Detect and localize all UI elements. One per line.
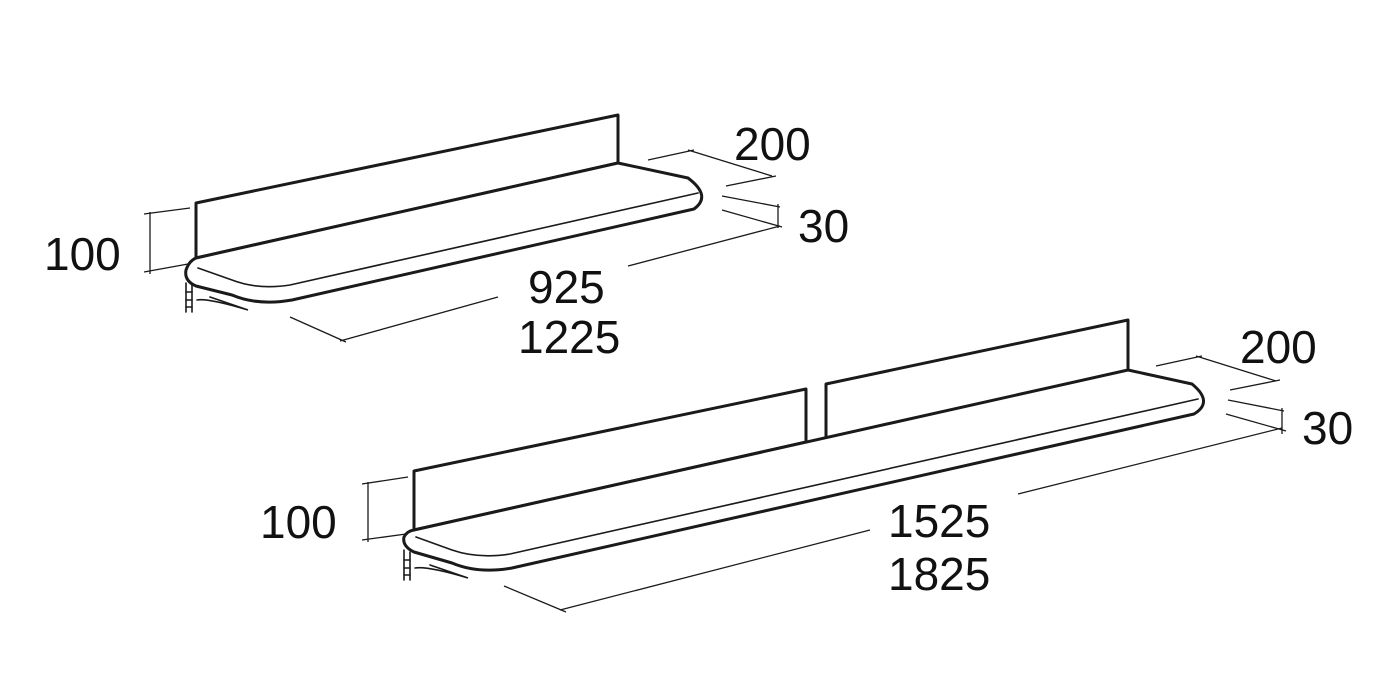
dimension-length (289, 225, 781, 343)
dimension-depth (647, 149, 777, 187)
dimension-back-height (143, 207, 191, 274)
dimension-thickness (1225, 399, 1287, 434)
bracket (403, 549, 469, 581)
label-length-a: 1525 (888, 495, 990, 547)
shelf-board (402, 368, 1205, 572)
shelf-front-edge (415, 398, 1199, 557)
label-depth: 200 (734, 118, 811, 170)
shelf-small: 100 200 30 925 1225 (44, 113, 849, 363)
shelf-front-edge (197, 192, 699, 288)
shelf-board (184, 161, 704, 304)
dimension-back-height (361, 476, 409, 542)
dimension-length (503, 427, 1283, 613)
bracket (185, 282, 249, 313)
label-thickness: 30 (798, 200, 849, 252)
shelf-large: 100 200 30 1525 1825 (260, 318, 1353, 613)
label-back-height: 100 (44, 228, 121, 280)
label-length-a: 925 (528, 261, 605, 313)
label-length-b: 1225 (518, 311, 620, 363)
label-length-b: 1825 (888, 548, 990, 600)
label-back-height: 100 (260, 496, 337, 548)
label-depth: 200 (1240, 321, 1317, 373)
label-thickness: 30 (1302, 402, 1353, 454)
dimension-thickness (721, 195, 783, 228)
dimension-depth (1155, 355, 1281, 391)
